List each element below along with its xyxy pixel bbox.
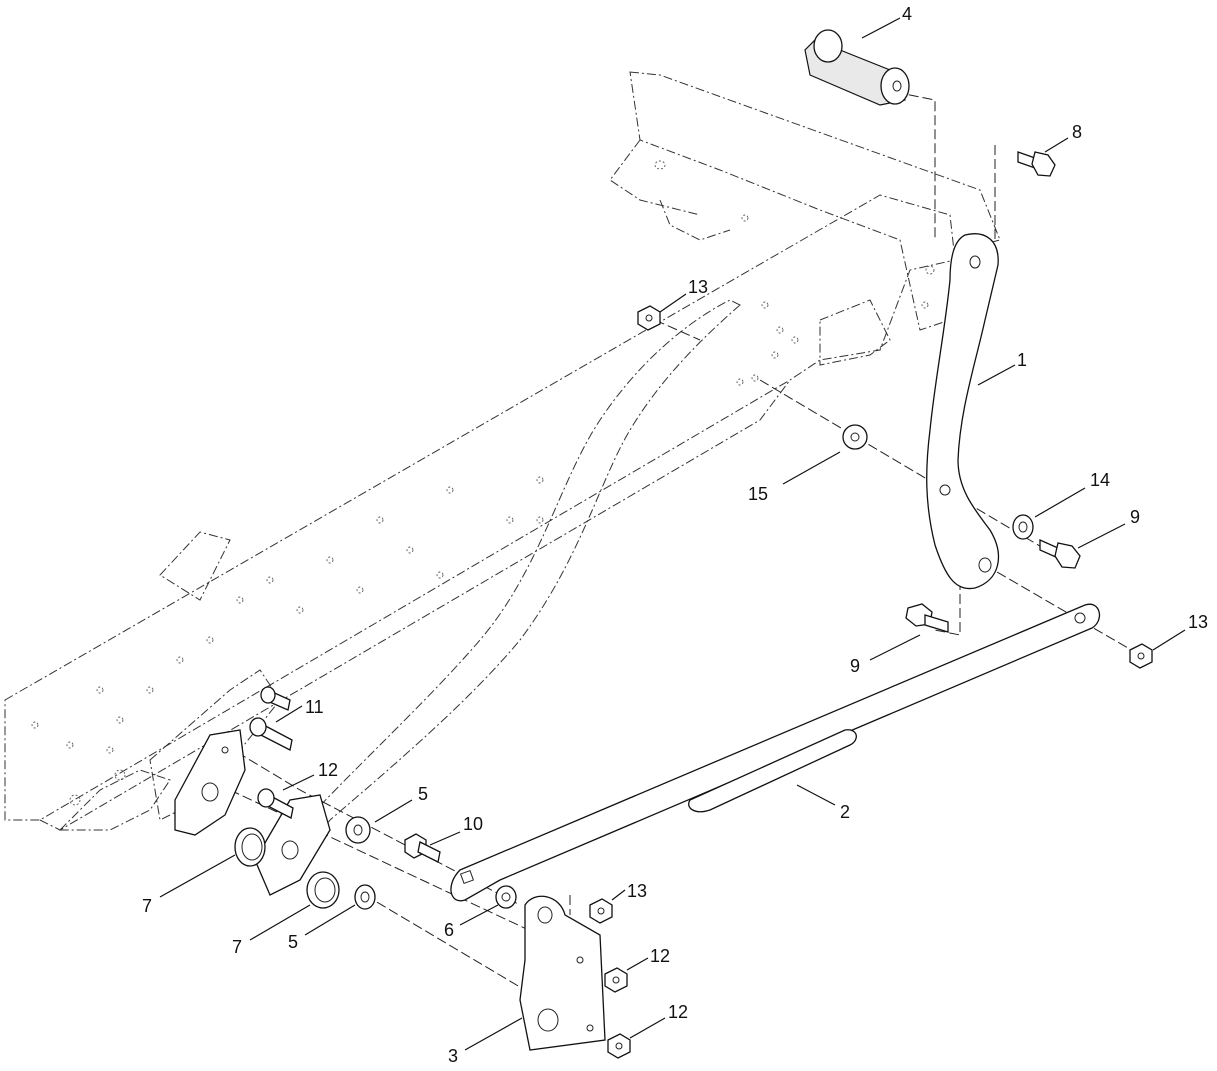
callout-12-lower: 12	[668, 1002, 688, 1022]
callout-5-upper: 5	[418, 784, 428, 804]
callout-2: 2	[840, 802, 850, 822]
bracket-plate-part	[519, 895, 606, 1051]
callout-9-upper: 9	[1130, 507, 1140, 527]
washer-15	[842, 424, 868, 450]
spacer-6	[495, 885, 517, 909]
washer-7-lower	[306, 871, 340, 909]
nut-13-bottom	[589, 898, 613, 924]
callout-4: 4	[902, 4, 912, 24]
lever-arm-part	[926, 233, 999, 590]
callout-13-top: 13	[688, 277, 708, 297]
pivot-plates	[174, 729, 331, 896]
bolt-9-lower	[905, 603, 949, 633]
roller-part	[804, 29, 910, 106]
nut-13-right	[1129, 643, 1153, 669]
nut-12-lower	[607, 1033, 631, 1059]
callout-15: 15	[748, 484, 768, 504]
callout-11-upper: 11	[305, 697, 324, 717]
assembly-axes	[224, 91, 1141, 991]
nut-13-top	[637, 305, 661, 331]
bolt-8	[1017, 151, 1056, 177]
callout-1: 1	[1017, 350, 1027, 370]
pin-frame	[260, 686, 291, 711]
callout-9-lower: 9	[850, 656, 860, 676]
nut-12-upper	[604, 967, 628, 993]
bolt-9-upper	[1039, 538, 1081, 569]
pin-11-upper	[249, 717, 293, 751]
spacer-5-lower	[354, 884, 376, 910]
callout-6: 6	[444, 920, 454, 940]
callout-13-bottom: 13	[627, 881, 647, 901]
bolt-10	[404, 833, 441, 863]
callout-5-lower: 5	[288, 932, 298, 952]
callout-7-lower: 7	[232, 937, 242, 957]
callout-14: 14	[1090, 470, 1110, 490]
fasteners	[234, 151, 1153, 1059]
callout-8: 8	[1072, 122, 1082, 142]
washer-14	[1012, 514, 1034, 540]
callout-3: 3	[448, 1046, 458, 1066]
callout-13-right: 13	[1188, 612, 1208, 632]
washer-7-upper	[234, 827, 266, 867]
callout-10: 10	[463, 814, 483, 834]
callout-labels: 4 8 13 1 15 14 9 13 9 11 12 5 10 2 7 7 5…	[142, 4, 1208, 1066]
callout-11-lower: 12	[318, 760, 338, 780]
leader-lines	[159, 17, 1186, 1051]
spacer-5-upper	[345, 816, 371, 844]
pin-11-lower	[257, 788, 294, 819]
link-bar-part	[450, 603, 1101, 902]
callout-12-upper: 12	[650, 946, 670, 966]
callout-7-upper: 7	[142, 896, 152, 916]
